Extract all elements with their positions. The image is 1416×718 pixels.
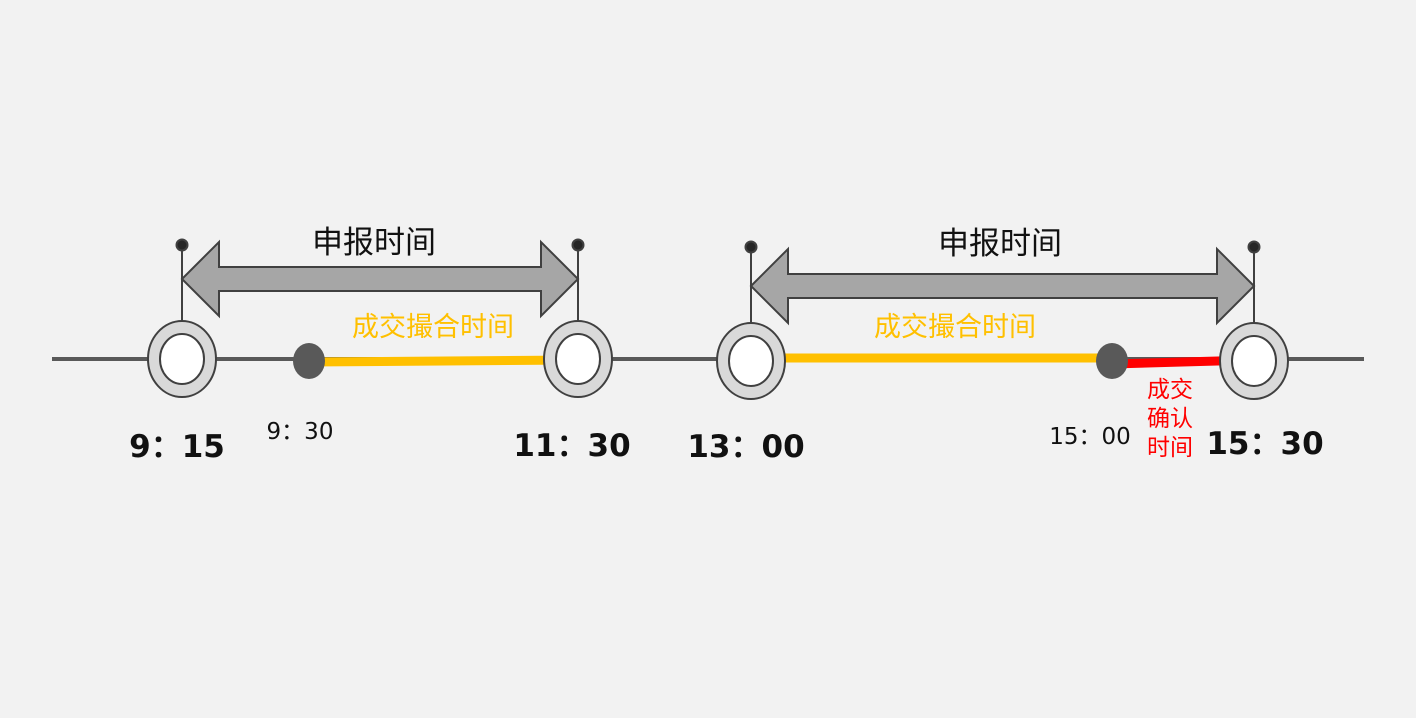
ring-marker-0915 [147,320,217,398]
confirm-label-line-2: 确认 [1147,406,1193,432]
time-label-1130: 11：30 [513,428,630,464]
marker-dot-1500 [1096,343,1128,379]
tick-markers [175,238,1261,324]
matching-label-morning: 成交撮合时间 [352,312,514,343]
marker-dot-0930 [293,343,325,379]
time-label-1530: 15：30 [1206,426,1323,462]
declare-label-afternoon: 申报时间 [938,226,1062,262]
declare-period-arrow-afternoon [749,246,1256,326]
time-label-0930: 9：30 [267,419,334,445]
confirm-label-line-1: 成交 [1147,377,1193,403]
matching-segment-morning [308,355,579,367]
confirm-label-line-3: 时间 [1147,435,1193,461]
declare-label-morning: 申报时间 [312,225,436,261]
matching-label-afternoon: 成交撮合时间 [874,312,1036,343]
ring-marker-1300 [716,322,786,400]
ring-marker-1530 [1219,322,1289,400]
declare-period-arrow-morning [180,239,580,319]
time-label-1300: 13：00 [687,429,804,465]
time-label-0915: 9：15 [129,429,225,465]
time-label-1500: 15：00 [1049,424,1131,450]
ring-marker-1130 [543,320,613,398]
